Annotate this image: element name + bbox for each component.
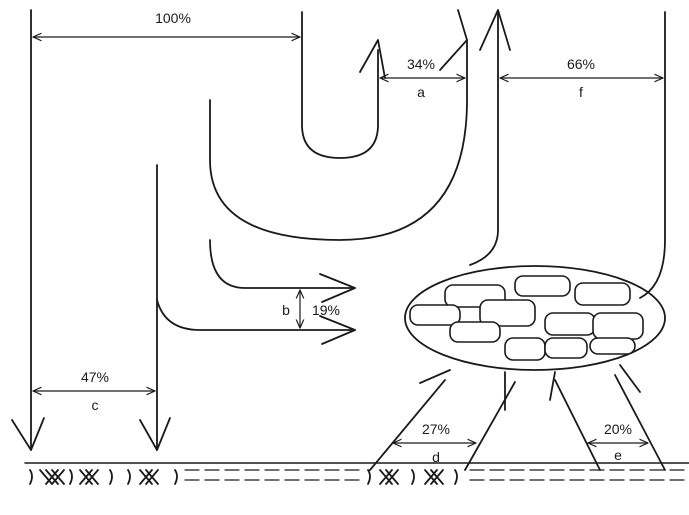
reflected-loop-inner xyxy=(302,12,378,158)
canopy-branch xyxy=(620,365,640,392)
label-total-pct: 100% xyxy=(155,10,191,26)
reflected-arrow-a2 xyxy=(440,10,467,70)
soil-hatch-left xyxy=(30,470,177,484)
label-f: f xyxy=(579,84,583,100)
stream-d-right-edge xyxy=(465,382,515,470)
rock-shape xyxy=(515,276,570,296)
label-c: c xyxy=(92,397,99,413)
rock-shape xyxy=(590,338,635,354)
label-c-pct: 47% xyxy=(81,369,109,385)
arrowhead-c-left xyxy=(12,418,44,450)
label-b-pct: 19% xyxy=(312,302,340,318)
label-f-pct: 66% xyxy=(567,56,595,72)
label-d: d xyxy=(432,449,440,465)
rock-shape xyxy=(410,305,460,325)
rock-shape xyxy=(545,338,587,358)
arrowhead-c-right xyxy=(140,418,170,450)
label-a: a xyxy=(417,84,425,100)
label-a-pct: 34% xyxy=(407,56,435,72)
arrowhead-f xyxy=(480,10,510,50)
canopy-branch xyxy=(420,370,450,383)
rock-shape xyxy=(545,313,595,335)
rock-shape xyxy=(450,322,500,342)
reflected-arrow-a xyxy=(360,40,385,78)
stream-f-right-edge xyxy=(640,12,665,298)
canopy-branch xyxy=(550,372,555,400)
label-e: e xyxy=(614,447,622,463)
label-d-pct: 27% xyxy=(422,421,450,437)
stream-b-upper xyxy=(210,240,355,288)
label-e-pct: 20% xyxy=(604,421,632,437)
rock-shape xyxy=(505,338,545,360)
stream-e-left-edge xyxy=(555,380,600,470)
soil-hatch-right xyxy=(368,470,457,484)
rock-shape xyxy=(575,283,630,305)
stream-f-left-edge xyxy=(470,12,498,265)
rock-shape xyxy=(593,313,643,339)
label-b: b xyxy=(282,302,290,318)
